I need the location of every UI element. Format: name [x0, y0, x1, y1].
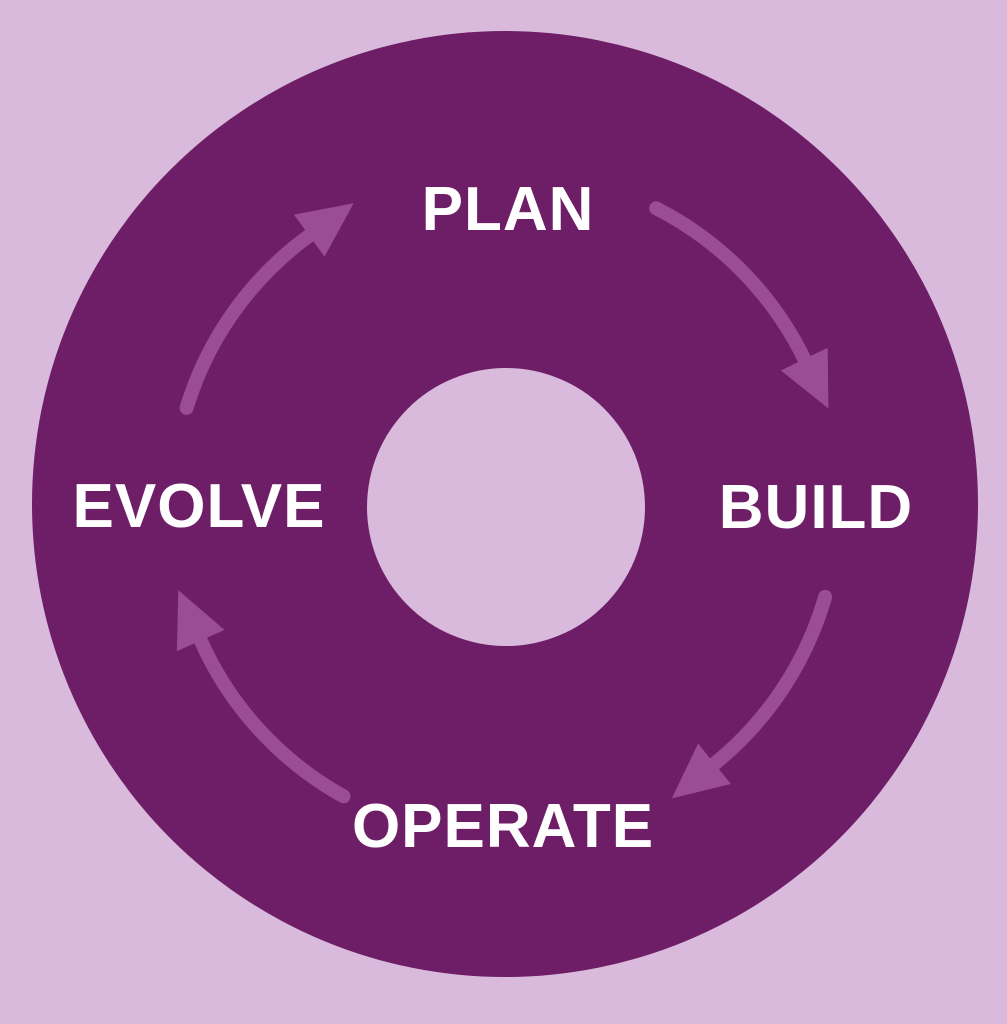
- arrow-build-to-operate-icon: [671, 589, 833, 799]
- stage-label-evolve: EVOLVE: [73, 472, 326, 541]
- arrow-operate-to-evolve-shaft: [193, 633, 351, 804]
- arrow-operate-to-evolve-icon: [176, 590, 351, 804]
- arrow-evolve-to-plan-icon: [179, 203, 354, 415]
- arrow-plan-to-build-head: [780, 347, 829, 409]
- arrow-plan-to-build-icon: [649, 201, 829, 409]
- arrow-evolve-to-plan-shaft: [179, 228, 317, 415]
- arrow-operate-to-evolve-head: [176, 590, 225, 652]
- stage-label-plan: PLAN: [422, 175, 595, 244]
- cycle-ring-hole: [367, 368, 645, 646]
- arrow-plan-to-build-shaft: [649, 201, 812, 367]
- arrow-evolve-to-plan-head: [293, 203, 354, 257]
- arrow-build-to-operate-shaft: [707, 589, 833, 771]
- stage-label-build: BUILD: [719, 473, 913, 542]
- arrow-build-to-operate-head: [671, 743, 731, 799]
- stage-label-operate: OPERATE: [352, 792, 654, 861]
